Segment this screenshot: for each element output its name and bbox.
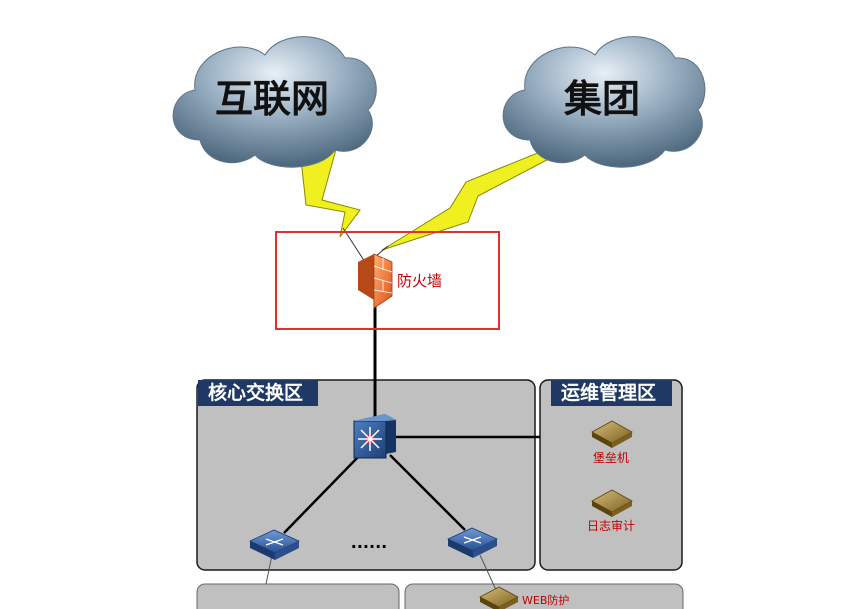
switch-ellipsis: ...... [351,533,387,552]
zone-core-title-bg [198,380,318,406]
firewall-label: 防火墙 [397,272,442,290]
server-icon[interactable] [591,489,633,517]
switch-icon[interactable] [447,527,498,558]
firewall-highlight-box [275,231,500,330]
cloud-icon [502,36,706,168]
zone-ops-title-bg [551,380,672,406]
switch-icon[interactable] [249,529,300,560]
web-protection-label: WEB防护 [522,593,569,607]
ops-device-label-bastion: 堡垒机 [593,450,629,465]
link-switch-left-down [265,554,273,585]
server-icon[interactable] [591,420,633,448]
server-icon[interactable] [479,586,519,609]
cloud-group-label: 集团 [563,77,640,121]
link-core-switch-left [283,454,361,534]
ops-device-label-log-audit: 日志审计 [587,518,635,533]
lightning-tail-internet [342,227,366,263]
zone-bottom-right-panel [404,583,684,609]
cloud-internet-label: 互联网 [215,77,329,121]
zone-ops-title: 运维管理区 [561,381,656,404]
zone-bottom-left-panel [196,583,400,609]
cloud-icon [172,36,377,168]
zone-ops-panel [539,379,683,571]
link-switch-right-down [479,554,497,591]
lightning-link-group [381,149,564,251]
zone-core-title: 核心交换区 [208,381,303,404]
lightning-tail-group [375,245,389,257]
link-core-switch-right [389,454,466,531]
firewall-icon[interactable] [358,253,393,309]
layer3-switch-icon[interactable] [353,414,396,459]
zone-core-panel [196,379,536,571]
